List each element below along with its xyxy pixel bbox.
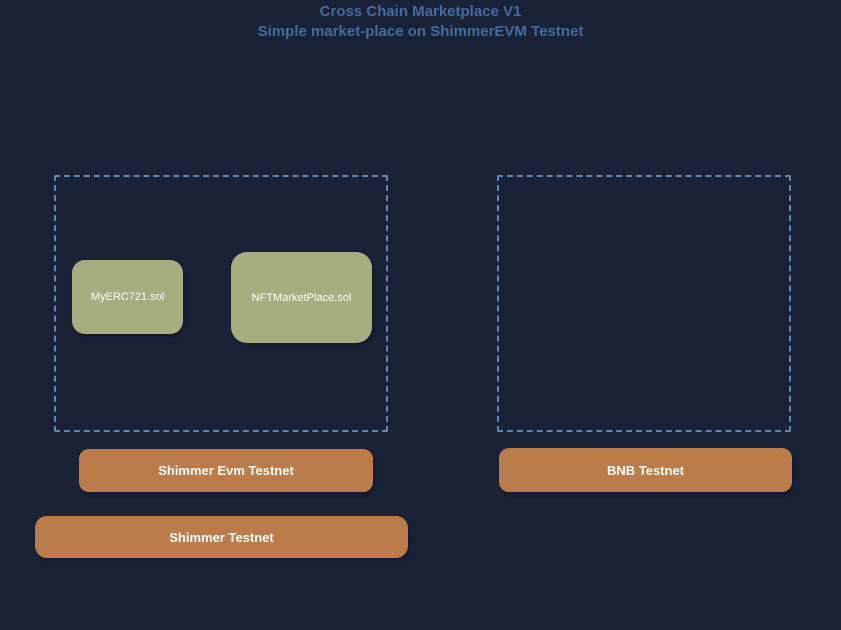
contract-label: NFTMarketPlace.sol xyxy=(251,291,352,304)
diagram-title: Cross Chain Marketplace V1 Simple market… xyxy=(0,2,841,42)
contract-label: MyERC721.sol xyxy=(90,291,165,303)
contract-box-nftmarketplace: NFTMarketPlace.sol xyxy=(231,252,372,343)
title-line-2: Simple market-place on ShimmerEVM Testne… xyxy=(257,23,584,40)
shimmer-evm-testnet-group: MyERC721.sol NFTMarketPlace.sol xyxy=(54,175,388,432)
network-box-shimmer-evm-testnet: Shimmer Evm Testnet xyxy=(79,449,373,492)
network-label: Shimmer Evm Testnet xyxy=(158,463,294,478)
title-line-1: Cross Chain Marketplace V1 xyxy=(319,3,522,20)
network-box-shimmer-testnet: Shimmer Testnet xyxy=(35,516,408,558)
bnb-testnet-group xyxy=(497,175,791,432)
network-label: BNB Testnet xyxy=(606,462,685,478)
network-box-bnb-testnet: BNB Testnet xyxy=(499,448,792,492)
network-label: Shimmer Testnet xyxy=(169,529,274,545)
contract-box-myerc721: MyERC721.sol xyxy=(72,260,183,334)
